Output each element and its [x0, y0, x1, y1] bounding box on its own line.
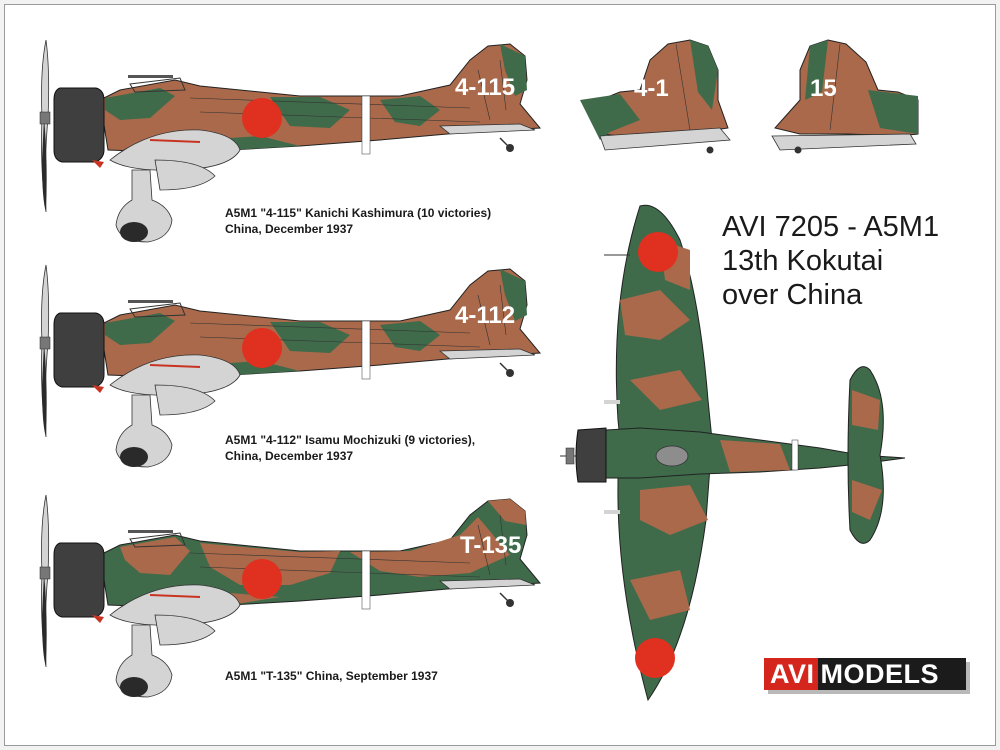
caption-line: China, December 1937 — [225, 449, 354, 463]
tail-code: 4-115 — [455, 74, 515, 101]
caption-line: A5M1 "4-112" Isamu Mochizuki (9 victorie… — [225, 433, 476, 447]
avi-models-logo: AVI MODELS — [764, 658, 966, 690]
caption-line: A5M1 "4-115" Kanichi Kashimura (10 victo… — [225, 206, 492, 220]
tail-code-left: 4-1 — [634, 75, 669, 102]
tail-code: T-135 — [460, 532, 521, 559]
title-line-3: over China — [722, 279, 863, 311]
caption-line: A5M1 "T-135" China, September 1937 — [225, 669, 438, 683]
hinomaru-marking — [242, 98, 282, 138]
aircraft-profile-t-135: T-135 — [39, 494, 541, 698]
tail-detail-left: 4-1 — [580, 39, 731, 154]
title-line-2: 13th Kokutai — [722, 245, 884, 277]
caption-t-135: A5M1 "T-135" China, September 1937 — [225, 668, 438, 684]
caption-4-112: A5M1 "4-112" Isamu Mochizuki (9 victorie… — [225, 432, 475, 464]
logo-avi: AVI — [764, 658, 818, 690]
aircraft-profile-4-115: 4-115 — [39, 39, 541, 243]
logo-models: MODELS — [817, 658, 966, 690]
caption-line: China, December 1937 — [225, 222, 354, 236]
aircraft-profile-4-112: 4-112 — [39, 264, 541, 468]
tail-detail-right: 15 — [771, 39, 919, 154]
sheet-title: AVI 7205 - A5M1 13th Kokutai over China — [722, 210, 939, 312]
caption-4-115: A5M1 "4-115" Kanichi Kashimura (10 victo… — [225, 205, 491, 237]
hinomaru-marking — [242, 559, 282, 599]
tail-code: 4-112 — [455, 302, 515, 329]
hinomaru-marking — [638, 232, 678, 272]
hinomaru-marking — [635, 638, 675, 678]
title-line-1: AVI 7205 - A5M1 — [722, 211, 940, 243]
aircraft-top-view — [560, 204, 906, 702]
hinomaru-marking — [242, 328, 282, 368]
tail-code-right: 15 — [810, 75, 837, 102]
